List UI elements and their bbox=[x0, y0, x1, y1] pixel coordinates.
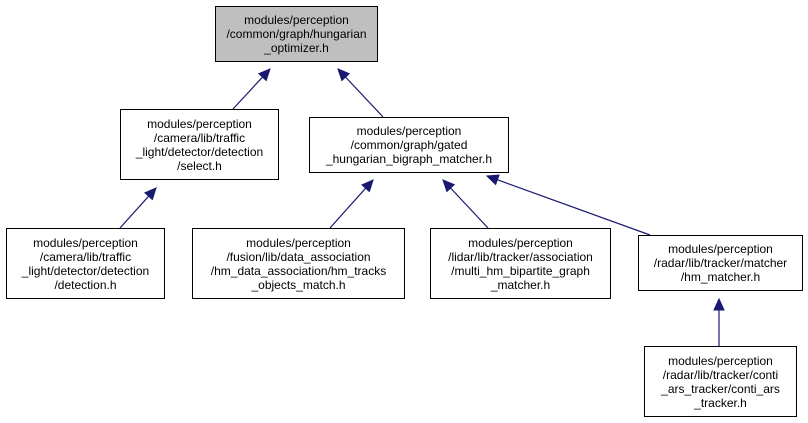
node-line: _ars_tracker/conti_ars bbox=[661, 381, 780, 396]
node-select[interactable]: modules/perception /camera/lib/traffic _… bbox=[120, 109, 279, 180]
node-line: /detection.h bbox=[54, 277, 117, 292]
node-line: modules/perception bbox=[668, 353, 773, 368]
node-line: /radar/lib/tracker/conti bbox=[662, 367, 779, 382]
edges-layer bbox=[119, 68, 725, 346]
node-line: _light/detector/detection bbox=[135, 144, 264, 159]
node-line: modules/perception bbox=[147, 116, 252, 131]
edge-detection-to-select bbox=[119, 187, 157, 229]
edge-line bbox=[497, 179, 651, 236]
node-line: modules/perception bbox=[668, 242, 773, 256]
node-line: /lidar/lib/tracker/association bbox=[448, 249, 593, 264]
edge-line bbox=[232, 76, 263, 110]
arrowhead-icon bbox=[713, 297, 725, 311]
node-gated-hungarian-bigraph-matcher[interactable]: modules/perception /common/graph/gated _… bbox=[309, 117, 509, 173]
node-detection[interactable]: modules/perception /camera/lib/traffic _… bbox=[6, 228, 165, 299]
node-line: modules/perception bbox=[356, 124, 462, 138]
edge-hm_matcher-to-gated_hungarian bbox=[485, 174, 651, 236]
arrowhead-icon bbox=[485, 174, 500, 186]
edge-line bbox=[450, 187, 489, 229]
node-line: /select.h bbox=[177, 158, 222, 173]
edge-gated_hungarian-to-hungarian_optimizer bbox=[337, 68, 384, 118]
node-line: modules/perception bbox=[246, 235, 351, 250]
node-line: /common/graph/hungarian bbox=[226, 27, 367, 41]
node-conti-ars-tracker[interactable]: modules/perception /radar/lib/tracker/co… bbox=[644, 346, 797, 417]
node-line: _hungarian_bigraph_matcher.h bbox=[325, 152, 493, 166]
node-line: _optimizer.h bbox=[264, 41, 329, 55]
arrowhead-icon bbox=[257, 68, 271, 82]
edge-line bbox=[345, 76, 384, 118]
node-hungarian-optimizer[interactable]: modules/perception /common/graph/hungari… bbox=[215, 6, 378, 62]
node-line: _objects_match.h bbox=[251, 277, 346, 292]
node-hm-matcher[interactable]: modules/perception /radar/lib/tracker/ma… bbox=[638, 235, 803, 291]
node-line: modules/perception bbox=[468, 235, 573, 250]
edge-line bbox=[329, 187, 367, 229]
node-line: /multi_hm_bipartite_graph bbox=[451, 263, 590, 278]
node-line: modules/perception bbox=[244, 13, 349, 27]
node-line: modules/perception bbox=[33, 235, 138, 250]
node-multi-hm-bipartite-graph-matcher[interactable]: modules/perception /lidar/lib/tracker/as… bbox=[430, 228, 611, 299]
arrowhead-icon bbox=[442, 179, 456, 193]
node-line: _tracker.h bbox=[694, 395, 747, 410]
node-line: _light/detector/detection bbox=[21, 263, 150, 278]
edge-hm_tracks_objects_match-to-gated_hungarian bbox=[329, 179, 374, 229]
node-line: /fusion/lib/data_association bbox=[226, 249, 371, 264]
arrowhead-icon bbox=[144, 187, 157, 201]
node-line: _matcher.h bbox=[490, 277, 551, 292]
edge-select-to-hungarian_optimizer bbox=[232, 68, 271, 110]
node-line: /common/graph/gated bbox=[350, 138, 468, 152]
edge-conti_ars_tracker-to-hm_matcher bbox=[713, 297, 725, 346]
arrowhead-icon bbox=[361, 179, 374, 193]
node-line: /camera/lib/traffic bbox=[153, 130, 246, 145]
arrowhead-icon bbox=[337, 68, 351, 82]
node-line: /hm_matcher.h bbox=[680, 270, 761, 284]
node-line: /radar/lib/tracker/matcher bbox=[653, 256, 788, 270]
node-line: /hm_data_association/hm_tracks bbox=[210, 263, 387, 278]
edge-line bbox=[119, 195, 150, 229]
edge-multi_hm_bipartite-to-gated_hungarian bbox=[442, 179, 489, 229]
node-hm-tracks-objects-match[interactable]: modules/perception /fusion/lib/data_asso… bbox=[192, 228, 405, 299]
node-line: /camera/lib/traffic bbox=[39, 249, 132, 264]
